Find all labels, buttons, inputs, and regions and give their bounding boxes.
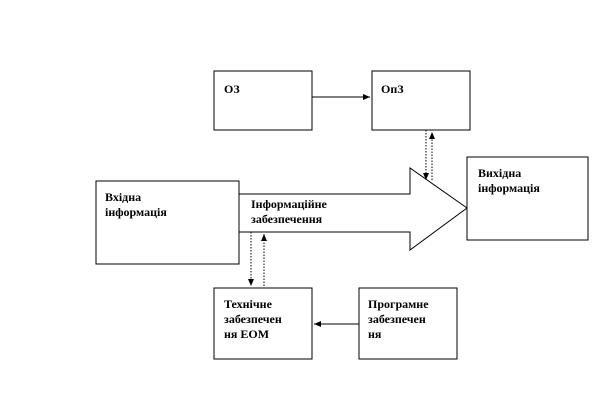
label-tech-line1: Технічне <box>224 297 272 311</box>
box-prog-support <box>358 287 458 360</box>
box-opz <box>371 70 471 131</box>
label-input-info: Вхідна інформація <box>105 190 167 220</box>
label-tech-line2: забезпечен <box>224 312 282 326</box>
label-oz: ОЗ <box>224 82 240 96</box>
label-opz: ОпЗ <box>381 82 404 96</box>
label-info-line1: Інформаційне <box>251 197 327 211</box>
box-oz <box>213 70 313 131</box>
label-tech-line3: ня ЕОМ <box>224 327 270 341</box>
label-output-info: Вихідна інформація <box>478 166 540 196</box>
box-tech-support <box>213 287 313 360</box>
label-input-line1: Вхідна <box>105 190 142 204</box>
label-tech-support: Технічне забезпечен ня ЕОМ <box>224 297 282 342</box>
label-output-line2: інформація <box>478 181 540 195</box>
box-output-info <box>466 156 589 241</box>
label-info-support: Інформаційне забезпечення <box>251 197 327 227</box>
label-prog-line3: ня <box>368 327 382 341</box>
label-prog-line1: Програмне <box>368 297 429 311</box>
label-input-line2: інформація <box>105 205 167 219</box>
label-info-line2: забезпечення <box>251 212 323 226</box>
label-output-line1: Вихідна <box>478 166 522 180</box>
box-input-info <box>95 180 240 265</box>
label-prog-line2: забезпечен <box>368 312 426 326</box>
big-block-arrow <box>237 167 468 251</box>
label-prog-support: Програмне забезпечен ня <box>368 297 429 342</box>
